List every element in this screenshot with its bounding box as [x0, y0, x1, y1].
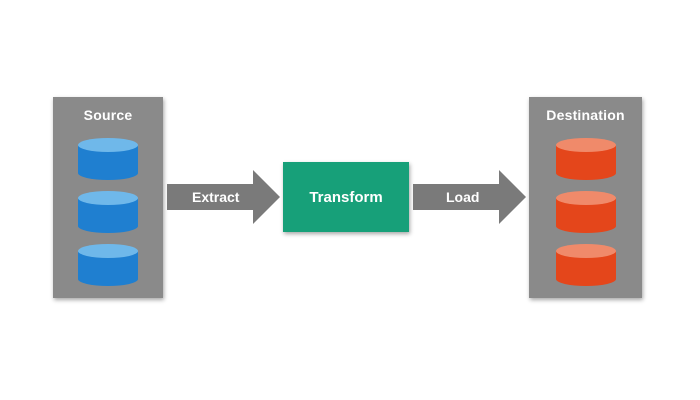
extract-arrow: Extract: [167, 170, 280, 224]
destination-title: Destination: [546, 107, 625, 123]
load-arrow: Load: [413, 170, 526, 224]
destination-database-icon: [555, 243, 617, 287]
load-label: Load: [446, 189, 480, 205]
destination-panel: Destination: [529, 97, 642, 298]
transform-box: Transform: [283, 162, 409, 232]
source-title: Source: [83, 107, 133, 123]
source-panel: Source: [53, 97, 163, 298]
source-database-icon: [77, 137, 139, 181]
source-database-icon: [77, 190, 139, 234]
extract-label: Extract: [192, 189, 240, 205]
transform-label: Transform: [309, 188, 383, 206]
destination-database-icon: [555, 137, 617, 181]
destination-database-icon: [555, 190, 617, 234]
source-database-icon: [77, 243, 139, 287]
